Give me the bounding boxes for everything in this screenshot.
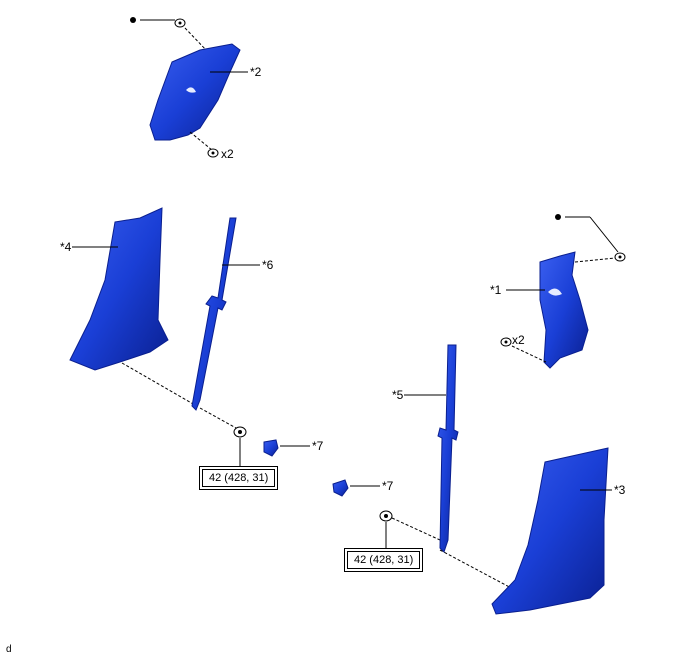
callout-part-7-right: *7 <box>382 479 394 493</box>
torque-spec-left: 42 (428, 31) <box>199 466 279 490</box>
pillar-garnish-part-3 <box>491 447 609 615</box>
top-screw-icon <box>207 148 219 158</box>
callout-part-5: *5 <box>392 388 404 402</box>
torque-spec-left-text: 42 (428, 31) <box>202 469 276 487</box>
part-4-guide <box>121 362 196 406</box>
top-clip-marker-dot <box>130 17 175 23</box>
callout-part-2: *2 <box>250 65 262 79</box>
right-bolt-icon <box>379 510 393 522</box>
right-clip-marker-dot <box>555 214 619 253</box>
callout-part-4: *4 <box>60 240 72 254</box>
callout-part-1: *1 <box>490 283 502 297</box>
upper-pillar-garnish-part-1 <box>539 251 589 369</box>
right-screw-guide <box>511 345 547 363</box>
callout-part-3: *3 <box>614 483 626 497</box>
cap-part-7-left <box>263 439 279 457</box>
left-bolt-icon <box>233 426 247 438</box>
left-bolt-guide <box>199 407 237 429</box>
top-clip-icon <box>174 18 186 28</box>
seat-belt-strip-part-5 <box>437 344 459 553</box>
part-1-hook-highlight <box>548 288 562 296</box>
top-screw-guide <box>189 131 213 151</box>
part-2-hook-highlight <box>186 87 196 93</box>
right-clip-icon <box>614 252 626 262</box>
part-3-guide <box>439 549 516 591</box>
cap-part-7-right <box>332 479 349 497</box>
callout-part-6: *6 <box>262 258 274 272</box>
pillar-garnish-part-4 <box>69 207 169 371</box>
callout-part-7-left: *7 <box>312 439 324 453</box>
torque-spec-right: 42 (428, 31) <box>344 548 424 572</box>
right-clip-guide <box>574 257 616 263</box>
seat-belt-strip-part-6 <box>191 217 237 411</box>
right-screw-icon <box>500 337 512 347</box>
torque-spec-right-text: 42 (428, 31) <box>347 551 421 569</box>
top-clip-guide <box>184 27 209 53</box>
right-bolt-guide <box>391 517 441 541</box>
quantity-top-screws: x2 <box>221 147 234 161</box>
quantity-right-screws: x2 <box>512 333 525 347</box>
figure-code: d <box>6 644 12 655</box>
